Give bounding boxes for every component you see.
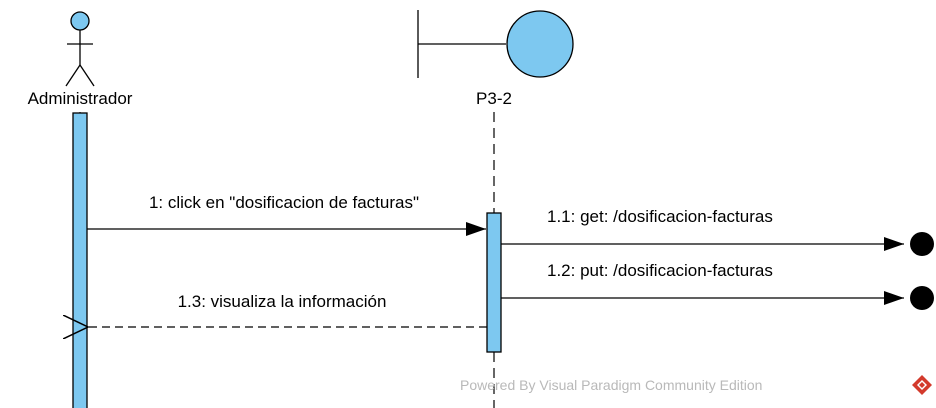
boundary-p3-2[interactable]: P3-2 (417, 10, 574, 108)
message-1[interactable]: 1: click en "dosificacion de facturas" (87, 193, 486, 236)
actor-administrador[interactable]: Administrador (28, 11, 133, 108)
boundary-activation-bar[interactable] (486, 212, 502, 353)
watermark: Powered By Visual Paradigm Community Edi… (460, 375, 932, 395)
visual-paradigm-logo-icon (912, 375, 932, 395)
message-1-2-label: 1.2: put: /dosificacion-facturas (547, 261, 773, 280)
message-1-1[interactable]: 1.1: get: /dosificacion-facturas (501, 207, 934, 256)
message-1-3[interactable]: 1.3: visualiza la información (88, 292, 487, 327)
actor-activation-bar[interactable] (72, 112, 88, 408)
lost-message-endpoint-icon (910, 232, 934, 256)
boundary-name: P3-2 (476, 89, 512, 108)
message-1-3-label: 1.3: visualiza la información (178, 292, 387, 311)
watermark-text: Powered By Visual Paradigm Community Edi… (460, 377, 762, 393)
message-1-1-label: 1.1: get: /dosificacion-facturas (547, 207, 773, 226)
lost-message-endpoint-icon (910, 286, 934, 310)
message-1-2[interactable]: 1.2: put: /dosificacion-facturas (501, 261, 934, 310)
message-1-label: 1: click en "dosificacion de facturas" (149, 193, 419, 212)
boundary-icon (417, 10, 574, 78)
actor-name: Administrador (28, 89, 133, 108)
actor-stick-figure-icon (65, 11, 95, 87)
